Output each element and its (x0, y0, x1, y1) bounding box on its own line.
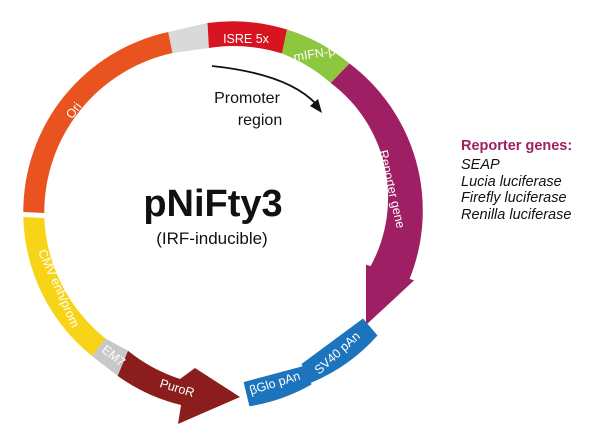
segment-spacer (168, 23, 209, 53)
label-isre: ISRE 5x (223, 32, 270, 46)
segment-sv40 (301, 318, 378, 383)
promoter-label-line1: Promoter (214, 90, 280, 107)
reporter-gene-item: Firefly luciferase (461, 190, 567, 206)
promoter-arrowhead (310, 99, 322, 113)
segment-mifn (282, 29, 350, 83)
reporter-gene-item: Lucia luciferase (461, 173, 562, 190)
reporter-gene-item: Renilla luciferase (461, 206, 572, 223)
segment-cmv (23, 217, 106, 356)
segment-puror (117, 350, 240, 424)
reporter-genes-panel: Reporter genes: SEAP Lucia luciferase Fi… (461, 138, 596, 223)
segment-reporter (330, 63, 423, 325)
segment-isre (207, 21, 287, 54)
reporter-genes-list: SEAP Lucia luciferase Firefly luciferase… (461, 157, 596, 223)
promoter-label-line2: region (238, 112, 282, 129)
segment-em7 (92, 338, 128, 376)
plasmid-subtitle: (IRF-inducible) (156, 229, 267, 248)
promoter-arrow (211, 65, 317, 105)
segment-bglo (243, 365, 312, 407)
plasmid-name: pNiFty3 (143, 183, 282, 225)
reporter-gene-item: SEAP (461, 157, 500, 173)
label-mifn: mIFN-β (293, 44, 337, 64)
segment-ori (23, 32, 173, 213)
reporter-genes-title: Reporter genes: (461, 138, 573, 154)
